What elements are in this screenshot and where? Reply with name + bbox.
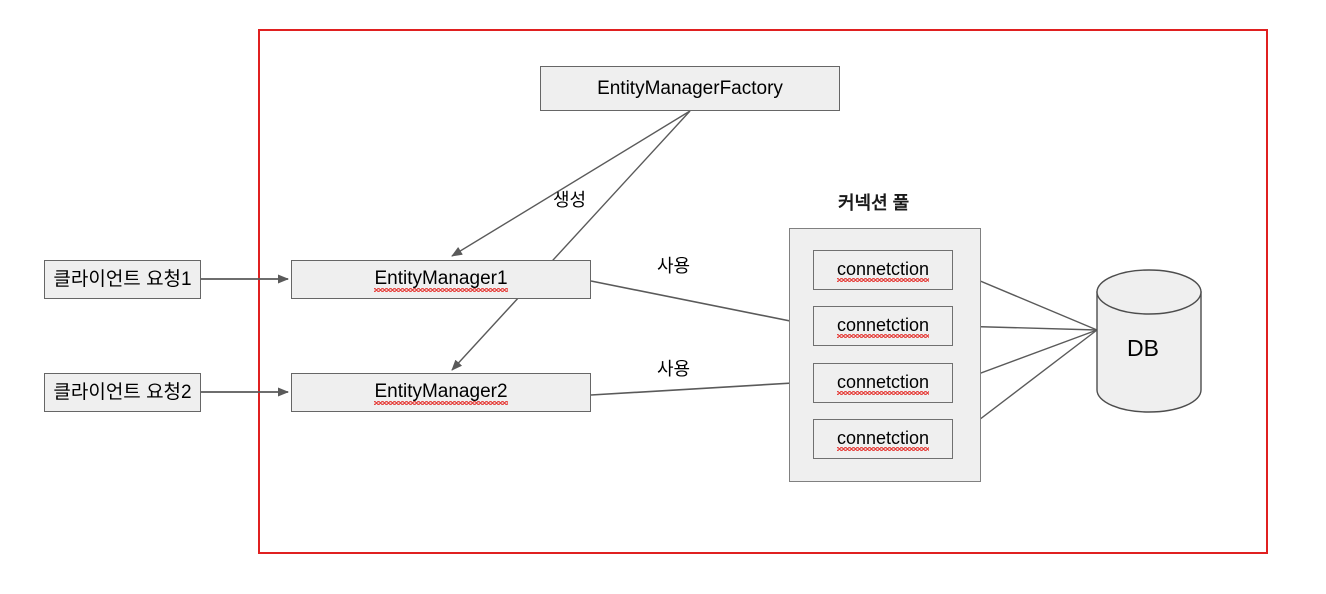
node-label-client-request-2: 클라이언트 요청2 — [53, 382, 192, 403]
node-label-connection-2: connetction — [836, 315, 930, 338]
node-client-request-2[interactable]: 클라이언트 요청2 — [44, 373, 201, 412]
connection-pool-title: 커넥션 풀 — [838, 193, 910, 213]
node-label-connection-3: connetction — [836, 372, 930, 395]
node-connection-1[interactable]: connetction — [813, 250, 953, 290]
edge-label-create: 생성 — [553, 190, 587, 210]
application-boundary-frame — [258, 29, 1268, 554]
node-entity-manager-1[interactable]: EntityManager1 — [291, 260, 591, 299]
edge-label-use-1: 사용 — [657, 256, 691, 276]
node-label-client-request-1: 클라이언트 요청1 — [53, 269, 192, 290]
node-label-entity-manager-1: EntityManager1 — [374, 268, 508, 292]
node-client-request-1[interactable]: 클라이언트 요청1 — [44, 260, 201, 299]
node-connection-4[interactable]: connetction — [813, 419, 953, 459]
node-connection-3[interactable]: connetction — [813, 363, 953, 403]
edge-label-use-2: 사용 — [657, 359, 691, 379]
node-label-connection-4: connetction — [836, 428, 930, 451]
node-entity-manager-factory[interactable]: EntityManagerFactory — [540, 66, 840, 111]
node-label-entity-manager-2: EntityManager2 — [374, 381, 508, 405]
node-label-connection-1: connetction — [836, 259, 930, 282]
node-entity-manager-2[interactable]: EntityManager2 — [291, 373, 591, 412]
database-label: DB — [1127, 335, 1159, 361]
node-connection-2[interactable]: connetction — [813, 306, 953, 346]
node-label-factory: EntityManagerFactory — [597, 78, 783, 99]
